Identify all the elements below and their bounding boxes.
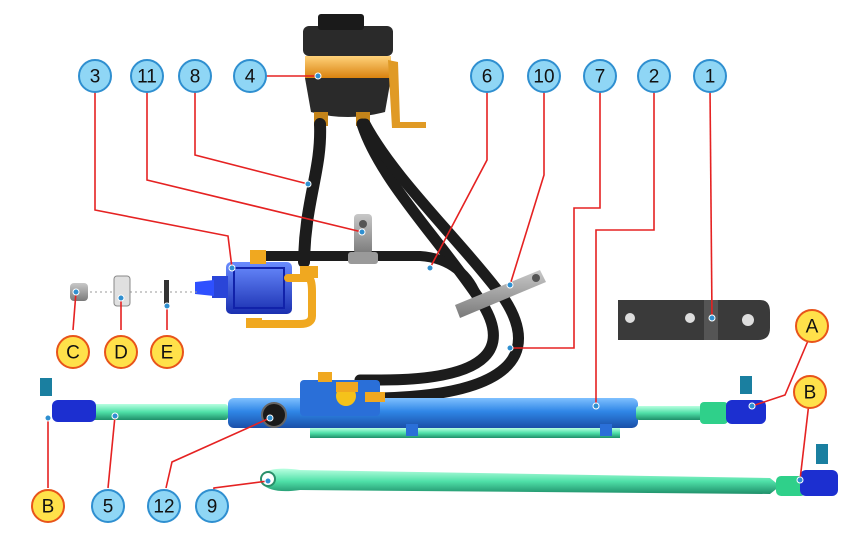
callouts: 3 11 8 4 6 10 7 2 1 5 12 9 A B B C D E [31,59,829,523]
callout-B-left: B [31,489,65,523]
callout-7: 7 [583,59,617,93]
callout-12: 12 [147,489,181,523]
leader-7 [510,88,601,349]
hose-clamp-10 [455,270,546,318]
callout-4: 4 [233,59,267,93]
drag-link-9 [260,444,838,496]
hose-pump-line [255,251,483,305]
callout-E: E [150,335,184,369]
callout-7-label: 7 [595,67,606,88]
callout-B-right: B [793,375,827,409]
callout-8: 8 [178,59,212,93]
callout-5-label: 5 [103,497,114,518]
callout-11-label: 11 [137,67,157,88]
part-d-washer [113,275,131,307]
callout-1-label: 1 [705,67,716,88]
tank-bracket [388,60,426,128]
leader-3 [94,88,233,269]
callout-B-right-label: B [804,383,817,404]
ball-joint-left [52,400,96,422]
leader-8 [194,88,309,185]
callout-B-left-label: B [42,497,55,518]
seal-12 [261,402,287,428]
tank-orange-band [305,56,391,78]
tank-body [305,78,391,117]
mounting-bracket [618,300,770,340]
reservoir-tank [303,14,426,128]
callout-9-label: 9 [207,497,218,518]
hoses [255,118,524,404]
callout-6: 6 [470,59,504,93]
callout-2-label: 2 [649,67,660,88]
callout-12-label: 12 [153,497,174,518]
hose-pressure [359,118,524,404]
hose-suction [298,118,327,268]
leader-dots [44,72,804,485]
callout-D: D [104,335,138,369]
leader-1 [709,87,713,319]
callout-1: 1 [693,59,727,93]
leader-2 [595,88,655,406]
callout-C-label: C [66,343,80,364]
leader-11 [146,88,363,233]
tank-lid [303,26,393,56]
cylinder-tierod-assembly [40,372,766,438]
callout-5: 5 [91,489,125,523]
leader-10 [509,88,545,286]
leader-6 [429,88,488,269]
callout-11: 11 [130,59,164,93]
callout-9: 9 [195,489,229,523]
hose-clamp-11 [348,214,378,264]
callout-C: C [56,335,90,369]
callout-10-label: 10 [533,67,554,88]
cylinder-2 [228,398,638,428]
callout-A: A [795,309,829,343]
callout-6-label: 6 [482,67,493,88]
callout-D-label: D [114,343,128,364]
callout-2: 2 [637,59,671,93]
tie-rod-5 [88,404,228,420]
part-e-key [164,280,169,306]
leader-12 [165,417,271,489]
callout-10: 10 [527,59,561,93]
callout-3-label: 3 [90,67,101,88]
callout-8-label: 8 [190,67,201,88]
callout-3: 3 [78,59,112,93]
tank-cap [318,14,364,30]
ball-joint-right [726,400,766,424]
leader-A [751,335,811,407]
leader-C [72,291,77,331]
callout-4-label: 4 [245,67,256,88]
callout-A-label: A [806,317,819,338]
callout-E-label: E [161,343,174,364]
leader-5 [107,415,116,489]
parts [40,14,838,496]
leader-lines [47,75,811,509]
loose-parts [70,275,200,307]
steering-pump [195,250,318,328]
